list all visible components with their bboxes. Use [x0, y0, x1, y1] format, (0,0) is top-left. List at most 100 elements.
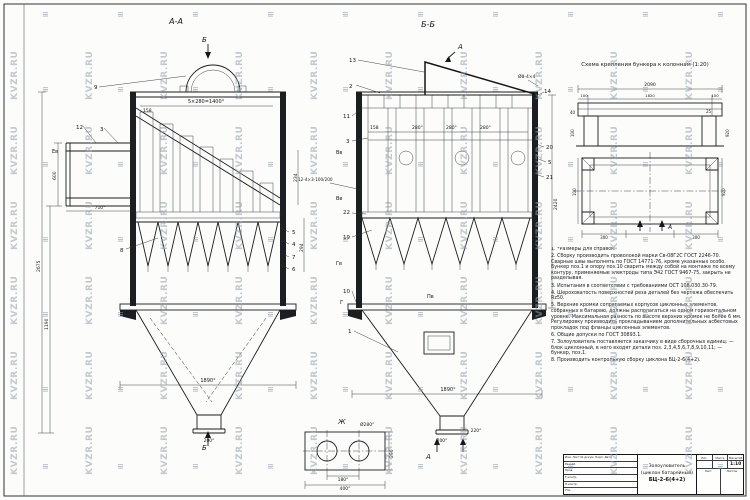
mass-value — [713, 460, 729, 468]
dim-label: 710° — [95, 205, 106, 211]
plan-section-arrows — [637, 220, 665, 231]
dim-label: Пв — [427, 294, 434, 300]
dim-label: 10 — [343, 289, 350, 295]
dim-label: 1820 — [645, 93, 655, 98]
dim-label: 14 — [544, 89, 551, 95]
product-code: БЦ-2-6(4+2) — [648, 477, 686, 484]
dim-label: 2675 — [36, 260, 42, 272]
right-view-labels: АА132113ВвВв12-4×3-100/2002219ГвГ101Ø8-4… — [298, 43, 559, 461]
dim-label: 920 — [721, 188, 726, 196]
tube-sheet — [361, 211, 533, 219]
supports — [120, 310, 296, 320]
cones — [361, 216, 532, 266]
note-item: 1. *Размеры для справок. — [551, 247, 616, 252]
slope-ceiling — [135, 107, 281, 206]
cone-stubs — [147, 266, 269, 272]
cyclone-columns — [367, 108, 532, 212]
dim-label: А — [425, 453, 431, 461]
dim-label: Ев — [52, 149, 58, 155]
dim-label: Вв — [336, 196, 342, 202]
notes-block: 1. *Размеры для справок. 2. Сборку произв… — [551, 247, 742, 452]
dim-label: 25 — [706, 109, 712, 114]
dim-label: Ø8-4×4 — [518, 73, 536, 80]
detail-zh: Ø280° 180° 400° 290 — [303, 421, 395, 492]
hopper-flange — [119, 303, 297, 311]
section-arrow-a — [434, 51, 466, 452]
dim-label: 290 — [389, 449, 395, 458]
lit-label: Лит. — [697, 455, 713, 460]
dim-label: 158 — [143, 108, 152, 114]
dim-label: 11 — [343, 114, 350, 120]
cyclone-inlet-circle — [398, 150, 414, 166]
body-top-plate — [130, 91, 286, 98]
dim-label: 4 — [292, 242, 296, 248]
dim-label: 100 — [580, 93, 588, 98]
dim-label: 200° — [437, 438, 448, 444]
left-dim-lines — [38, 75, 305, 434]
dim-label: 920 — [725, 129, 730, 137]
dim-label: 2420 — [553, 198, 559, 210]
cyclone-columns — [139, 111, 274, 212]
dim-label: 1890° — [200, 378, 216, 384]
detail-zh-title: Ж — [337, 418, 346, 426]
dim-label: 100 — [711, 93, 719, 98]
note-item: 2. Сборку производить проволокой марки С… — [551, 254, 735, 282]
title-block-main: Золоуловитель (циклон батарейный) БЦ-2-6… — [638, 455, 743, 494]
sheet-row: Лист Листов — [697, 468, 743, 494]
left-wall — [356, 92, 362, 308]
tube-sheet — [135, 211, 281, 219]
dim-label: Б — [202, 444, 207, 452]
dim-label: А — [457, 43, 463, 51]
inlet-duct — [65, 142, 130, 207]
note-item: 6. Общие допуски по ГОСТ 30893.1. — [551, 332, 642, 338]
dim-label: 7 — [292, 255, 296, 261]
dim-label: 12 — [76, 125, 83, 131]
dim-label: 2 — [349, 84, 353, 90]
dim-label: 3 — [346, 139, 350, 145]
dim-label: 158 — [370, 125, 379, 131]
dim-label: 9 — [94, 85, 98, 91]
meta-header-row: Лит. Масса Масштаб — [697, 455, 743, 461]
view-a-title: А-А — [168, 17, 183, 26]
dim-label: 300 — [692, 235, 700, 240]
note-item: 4. Шероховатость поверхностей реза детал… — [551, 290, 734, 302]
cyclone-inlet-circle — [510, 150, 526, 166]
dim-label: 200° — [204, 438, 215, 444]
title-block-meta: Лит. Масса Масштаб 1:10 Лист Листов — [697, 455, 743, 494]
product-name-line2: (циклон батарейный) — [640, 470, 694, 476]
column-left — [583, 115, 599, 147]
dim-label: 12-4×3-100/200 — [298, 177, 333, 182]
sheet-frame — [3, 3, 747, 497]
meta-value-row: 1:10 — [697, 460, 743, 469]
dim-label: 280° — [480, 125, 491, 131]
dim-label: 1890° — [440, 387, 456, 393]
dim-label: 13 — [349, 58, 356, 64]
left-wall — [130, 92, 136, 306]
column-right — [701, 115, 717, 147]
dim-label: Гв — [336, 261, 342, 267]
cone-stubs — [375, 264, 517, 270]
dim-label: Ø280° — [360, 421, 374, 428]
dim-label: 1 — [348, 329, 352, 335]
lit-value — [697, 460, 713, 468]
dim-label: 5 — [292, 230, 296, 236]
product-name-cell: Золоуловитель (циклон батарейный) БЦ-2-6… — [638, 455, 697, 494]
dome-outline — [179, 64, 247, 93]
dim-label: 22 — [343, 210, 350, 216]
dim-label: 2090 — [644, 82, 656, 88]
dim-label: 1190 — [44, 318, 50, 330]
dim-label: 180° — [338, 477, 349, 483]
dim-label: 400° — [340, 486, 351, 492]
dim-label: 300 — [600, 235, 608, 240]
dim-label: Г — [340, 300, 344, 306]
right-dim-lines — [329, 59, 556, 398]
dim-label: 280° — [446, 125, 457, 131]
dim-label: 5×280=1400° — [188, 99, 225, 105]
hopper — [361, 309, 533, 435]
